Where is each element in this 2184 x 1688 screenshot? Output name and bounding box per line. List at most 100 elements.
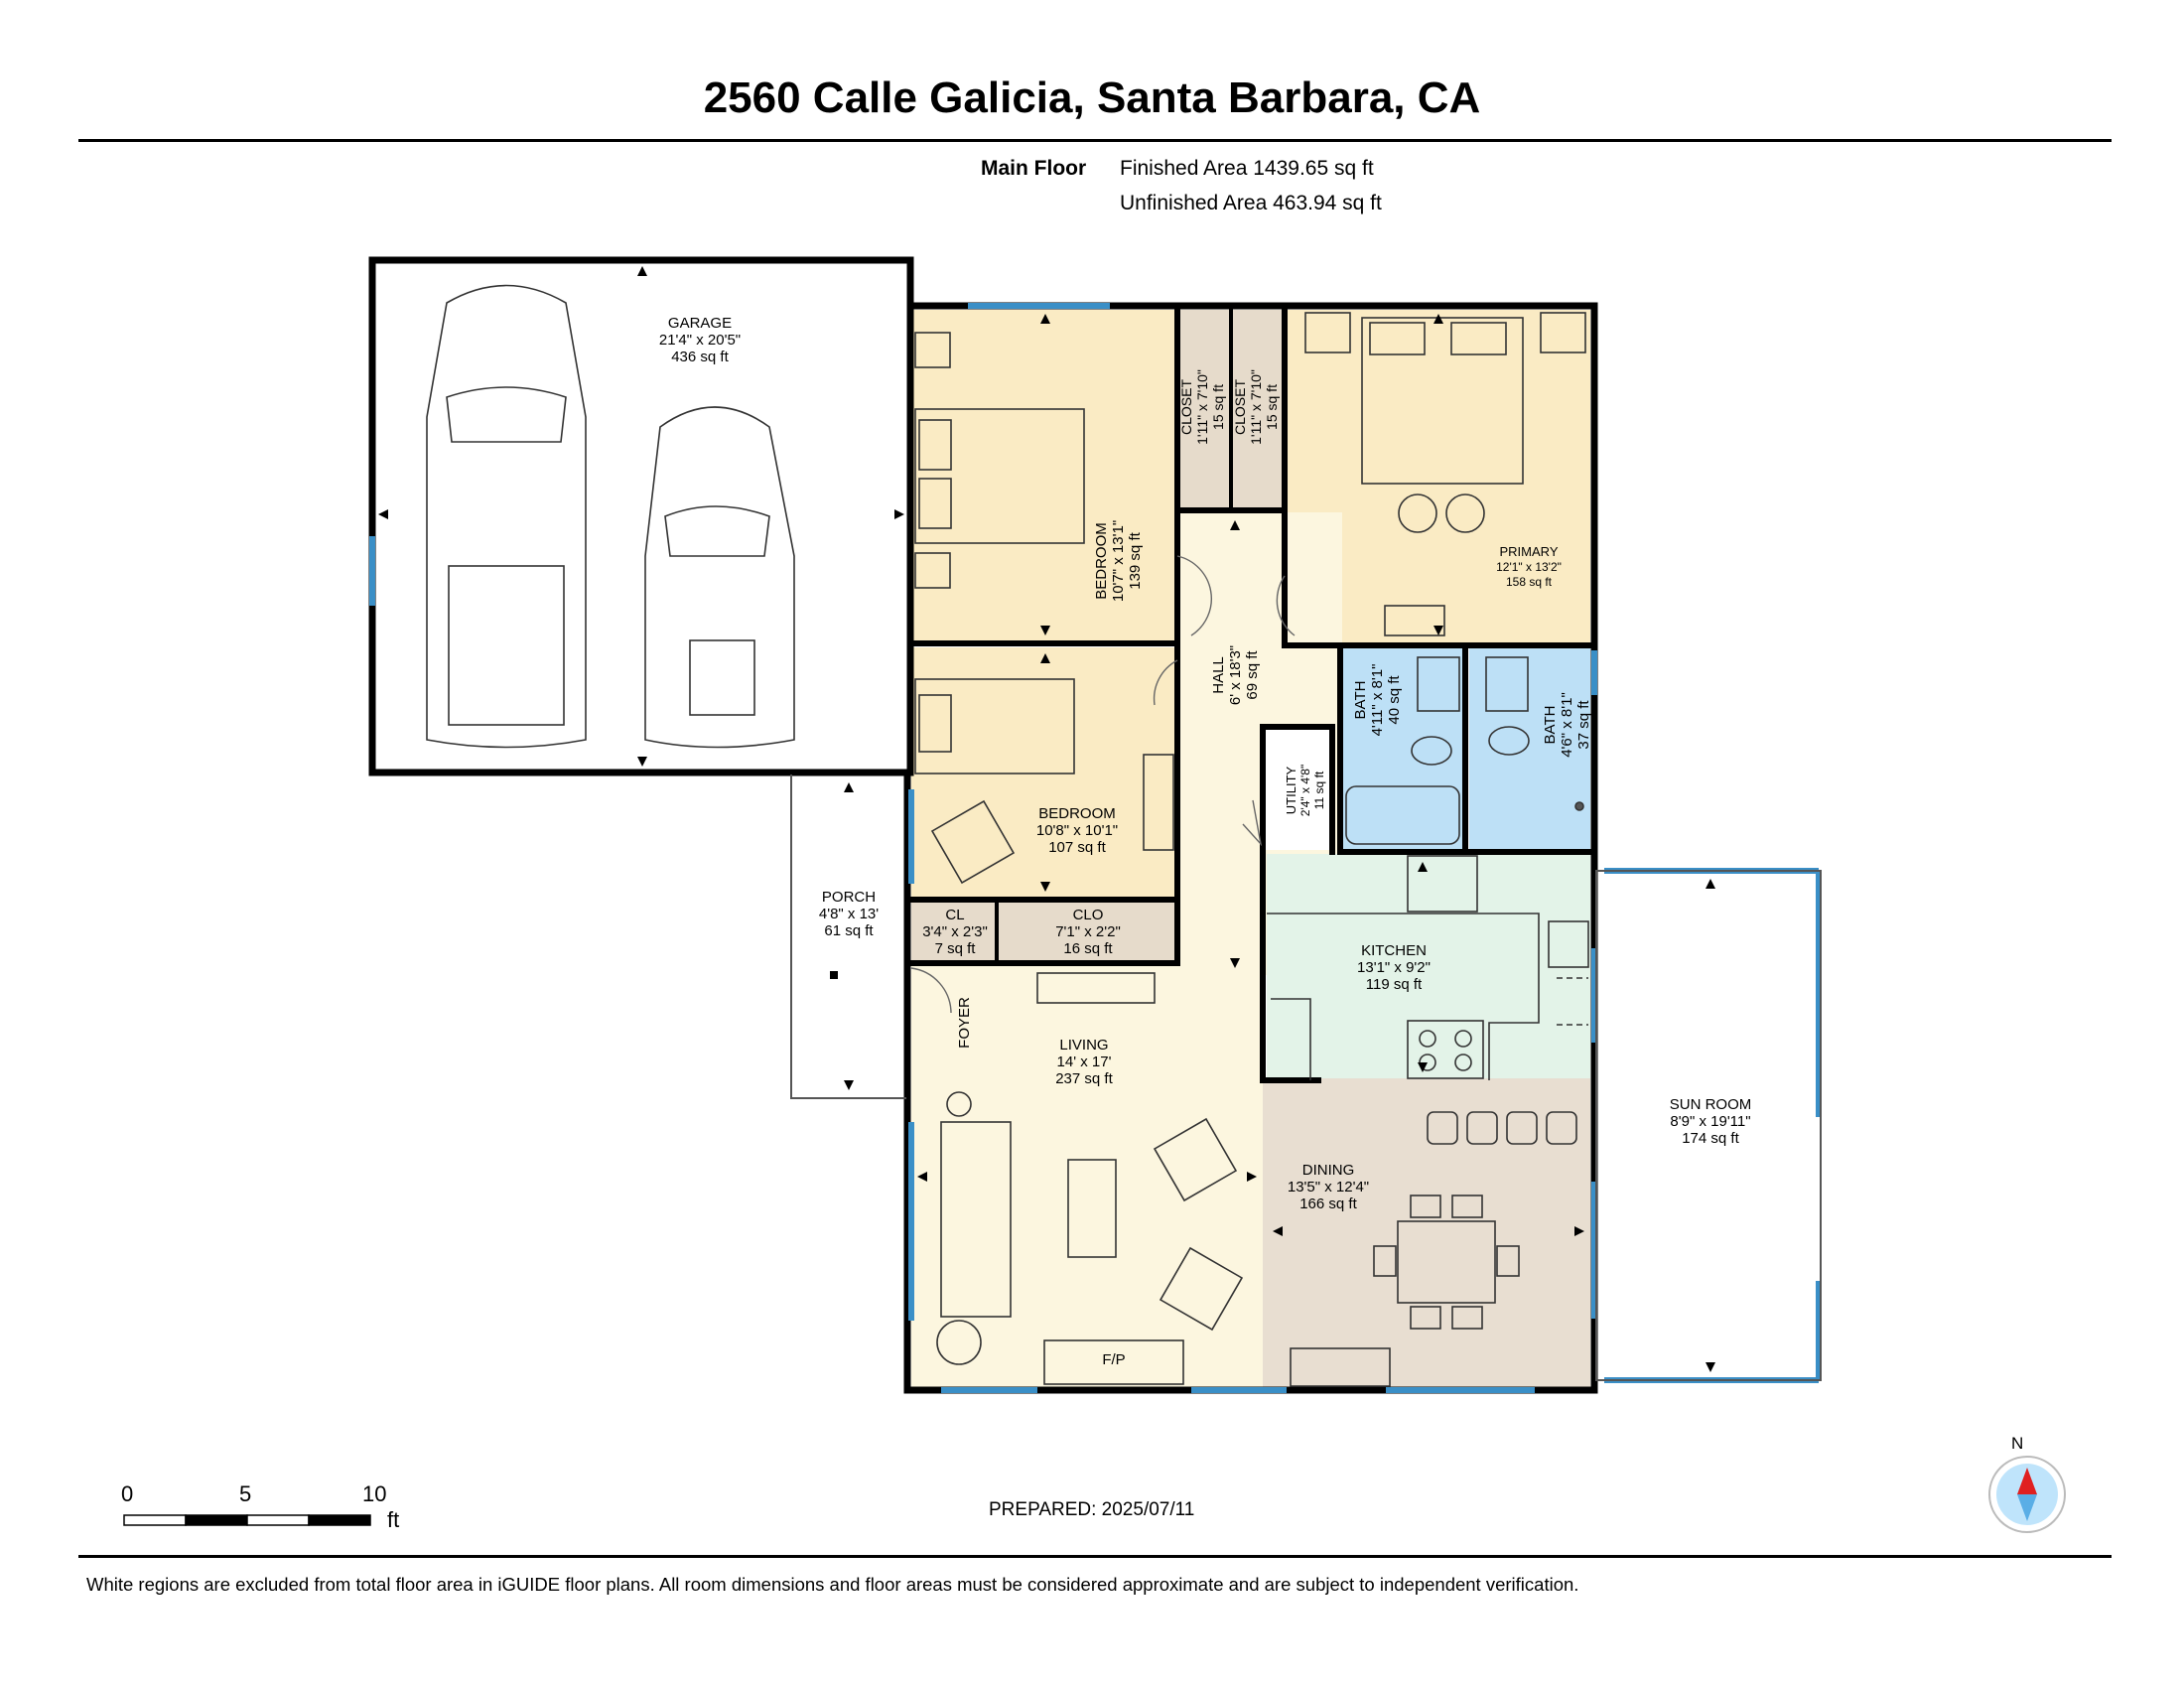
bedroom-2-dims: 10'8" x 10'1" (1036, 822, 1118, 839)
hall-name: HALL (1210, 656, 1227, 694)
closet-1-area: 15 sq ft (1210, 384, 1226, 430)
kitchen-fixtures-icon (1267, 855, 1589, 1080)
utility-area: 11 sq ft (1312, 771, 1326, 809)
compass-icon (1988, 1456, 2066, 1533)
living-area: 237 sq ft (1055, 1070, 1113, 1087)
scale-tick-10: 10 (362, 1481, 387, 1506)
walls (368, 256, 1598, 1394)
foyer-name: FOYER (956, 997, 973, 1049)
cl-fill (911, 902, 997, 961)
hall-dims: 6' x 18'3" (1227, 645, 1244, 705)
dining-name: DINING (1302, 1162, 1355, 1179)
hall-wall-right (1282, 303, 1597, 648)
bath-2-area: 37 sq ft (1575, 700, 1592, 750)
garage-area: 436 sq ft (671, 349, 729, 365)
kitchen-name: KITCHEN (1361, 942, 1427, 959)
dining-area: 166 sq ft (1299, 1196, 1357, 1212)
living-name: LIVING (1059, 1037, 1108, 1054)
scale-unit: ft (387, 1507, 400, 1532)
living-furniture-icon (936, 972, 1244, 1385)
bedroom-1-dims: 10'7" x 13'1" (1110, 520, 1127, 602)
bedroom-1-name: BEDROOM (1093, 522, 1110, 600)
kitchen-fill (1267, 854, 1590, 1078)
bath-left-wall (1337, 642, 1597, 855)
finished-area: Finished Area 1439.65 sq ft (1120, 157, 1374, 180)
prepared-date: PREPARED: 2025/07/11 (989, 1499, 1195, 1520)
disclaimer: White regions are excluded from total fl… (86, 1574, 1579, 1595)
utility-wall (1260, 724, 1335, 1083)
utility-fill (1261, 728, 1330, 850)
porch-outline (790, 774, 906, 1099)
garage-name: GARAGE (668, 315, 732, 332)
closet-2-dims: 1'11" x 7'10" (1248, 369, 1264, 445)
bed-icon (1304, 312, 1586, 636)
clo-fill (999, 902, 1175, 961)
bedroom-2-area: 107 sq ft (1048, 839, 1106, 856)
primary-dims: 12'1" x 13'2" (1496, 560, 1562, 574)
bed-icon (914, 332, 1085, 589)
house-outline (903, 302, 1598, 1394)
garage-wall (368, 256, 914, 776)
kitchen-area: 119 sq ft (1366, 976, 1423, 993)
north-label: N (2011, 1434, 2024, 1453)
dimension-arrows (378, 266, 1715, 1372)
closet-1-dims: 1'11" x 7'10" (1194, 369, 1210, 445)
bath-2-dims: 4'6" x 8'1" (1559, 692, 1575, 758)
cl-dims: 3'4" x 2'3" (922, 923, 988, 940)
utility-dims: 2'4" x 4'8" (1298, 765, 1312, 816)
clo-name: CLO (1073, 907, 1104, 923)
footer-rule (78, 1555, 2112, 1558)
truck-icon (426, 284, 587, 749)
living-hall-fill (1179, 856, 1267, 975)
clo-dims: 7'1" x 2'2" (1055, 923, 1121, 940)
scale-tick-5: 5 (239, 1481, 252, 1506)
unfinished-area: Unfinished Area 463.94 sq ft (1120, 192, 1382, 214)
porch-post-icon (830, 971, 838, 979)
porch-area: 61 sq ft (824, 922, 874, 939)
hall-area: 69 sq ft (1244, 650, 1261, 700)
bedroom-2-name: BEDROOM (1038, 805, 1116, 822)
closet-1-fill (1179, 310, 1229, 508)
scale-bar (123, 1514, 371, 1526)
sunroom-area: 174 sq ft (1682, 1130, 1739, 1147)
clo-area: 16 sq ft (1063, 940, 1113, 957)
fireplace-label: F/P (1102, 1351, 1125, 1368)
page-title: 2560 Calle Galicia, Santa Barbara, CA (703, 73, 1481, 122)
cl-name: CL (945, 907, 964, 923)
dining-fill (1263, 1078, 1590, 1388)
garage-dims: 21'4" x 20'5" (659, 332, 741, 349)
bath-1-fill (1342, 643, 1463, 850)
kitchen-dims: 13'1" x 9'2" (1357, 959, 1431, 976)
cl-area: 7 sq ft (935, 940, 977, 957)
closet-2-area: 15 sq ft (1264, 384, 1280, 430)
furniture (426, 284, 1589, 1387)
dining-table-icon (1290, 1195, 1520, 1387)
dining-dims: 13'5" x 12'4" (1288, 1179, 1369, 1196)
floor-label: Main Floor (981, 157, 1087, 180)
sunroom-name: SUN ROOM (1670, 1096, 1752, 1113)
bath-1-name: BATH (1352, 681, 1369, 720)
cl-wall (908, 897, 1180, 966)
porch-name: PORCH (822, 889, 876, 906)
bar-stool-icons (1427, 1111, 1577, 1145)
porch-dims: 4'8" x 13' (819, 906, 879, 922)
bedroom-1-fill (911, 310, 1179, 643)
bath-fixtures-icon (1345, 656, 1584, 845)
room-labels: GARAGE 21'4" x 20'5" 436 sq ft BEDROOM 1… (659, 315, 1751, 1368)
doors (910, 555, 1296, 1014)
header-rule (78, 139, 2112, 142)
scale-tick-0: 0 (121, 1481, 134, 1506)
bath-1-dims: 4'11" x 8'1" (1369, 664, 1386, 737)
room-fills (911, 310, 1590, 1388)
exterior-outlines (790, 774, 1822, 1381)
bath-2-name: BATH (1542, 706, 1559, 745)
living-dims: 14' x 17' (1057, 1054, 1112, 1070)
sunroom-outline (1595, 870, 1822, 1381)
bath-2-fill (1469, 643, 1590, 850)
bed-icon (914, 678, 1174, 885)
car-icon (644, 406, 795, 749)
closet-1-name: CLOSET (1178, 379, 1194, 435)
closet-2-fill (1233, 310, 1283, 508)
primary-area: 158 sq ft (1506, 575, 1553, 589)
